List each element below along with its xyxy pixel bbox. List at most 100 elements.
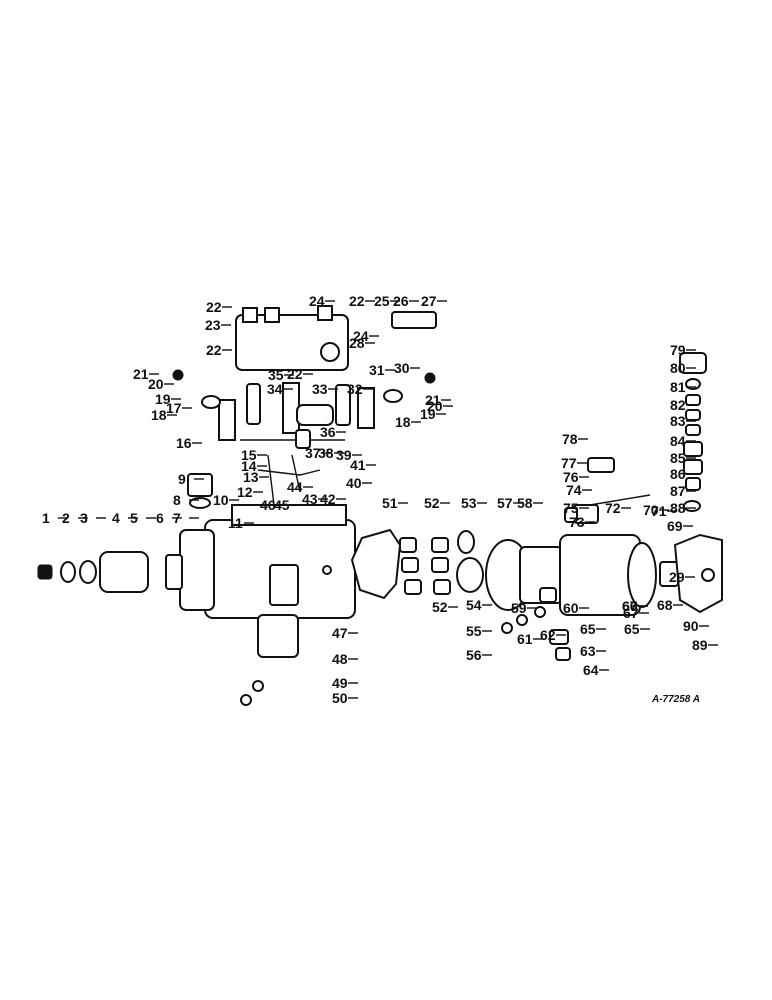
callout-label-47: 47: [332, 625, 348, 641]
drive-shaft-spline: [165, 554, 183, 590]
callout-label-26: 26: [393, 293, 409, 309]
callout-label-53: 53: [461, 495, 477, 511]
head-port-1: [242, 307, 258, 323]
callout-label-3: 3: [80, 510, 88, 526]
metering-spring: [296, 404, 334, 426]
callout-label-22: 22: [349, 293, 365, 309]
cover-washer: [252, 680, 264, 692]
callout-label-14: 14: [241, 458, 257, 474]
callout-label-51: 51: [382, 495, 398, 511]
callout-label-73: 73: [569, 514, 585, 530]
thrust-washer: [457, 530, 475, 554]
callout-label-1: 1: [42, 510, 50, 526]
washer-18-right: [383, 389, 403, 403]
drive-washer: [60, 561, 76, 583]
callout-label-48: 48: [332, 651, 348, 667]
callout-label-37: 37: [305, 445, 321, 461]
callout-label-20: 20: [148, 376, 164, 392]
cover-screw: [240, 694, 252, 706]
callout-label-83: 83: [670, 413, 686, 429]
callout-label-55: 55: [466, 623, 482, 639]
inlet-fitting: [587, 457, 615, 473]
callout-label-9: 9: [178, 471, 186, 487]
callout-label-7: 7: [173, 510, 181, 526]
head-port-2: [264, 307, 280, 323]
valve-spring: [685, 409, 701, 421]
vane: [549, 629, 569, 645]
exploded-view-drawing: [37, 305, 723, 706]
callout-label-27: 27: [421, 293, 437, 309]
nut-21-left: [172, 369, 184, 381]
callout-label-10: 10: [213, 492, 229, 508]
callout-label-22: 22: [206, 342, 222, 358]
callout-label-56: 56: [466, 647, 482, 663]
drawing-reference: A-77258 A: [651, 694, 700, 705]
washer-18-left: [201, 395, 221, 409]
valve-washer: [683, 500, 701, 512]
callout-label-18: 18: [395, 414, 411, 430]
inspection-cover-opening: [269, 564, 299, 606]
end-housing: [673, 533, 723, 614]
callout-label-16: 16: [176, 435, 192, 451]
callout-label-31: 31: [369, 362, 385, 378]
valve-body: [683, 441, 703, 457]
callout-label-59: 59: [511, 600, 527, 616]
valve-guide: [685, 424, 701, 436]
callout-label-21: 21: [425, 392, 441, 408]
callout-label-25: 25: [374, 293, 390, 309]
callout-label-61: 61: [517, 631, 533, 647]
weight-4: [431, 557, 449, 573]
callout-label-23: 23: [205, 317, 221, 333]
callout-label-39: 39: [336, 447, 352, 463]
callout-label-6: 6: [156, 510, 164, 526]
fitting-61: [516, 614, 528, 626]
inlet-tube: [589, 494, 651, 506]
callout-label-24: 24: [353, 328, 369, 344]
vane-spring: [555, 647, 571, 661]
weight-2: [431, 537, 449, 553]
callout-label-44: 44: [287, 479, 303, 495]
callout-label-89: 89: [692, 637, 708, 653]
thrust-sleeve: [456, 557, 484, 593]
callout-label-76: 76: [563, 469, 579, 485]
callout-label-82: 82: [670, 397, 686, 413]
callout-label-57: 57: [497, 495, 513, 511]
callout-label-64: 64: [583, 662, 599, 678]
metering-valve: [335, 384, 351, 426]
callout-label-84: 84: [670, 433, 686, 449]
callout-label-8: 8: [173, 492, 181, 508]
plunger: [282, 382, 300, 434]
callout-label-43: 43: [302, 491, 318, 507]
callout-label-80: 80: [670, 360, 686, 376]
callout-label-52: 52: [424, 495, 440, 511]
callout-label-62: 62: [540, 627, 556, 643]
housing-bolt: [701, 568, 715, 582]
weight-3: [401, 557, 419, 573]
drive-spring: [79, 560, 97, 584]
callout-label-75: 75: [563, 500, 579, 516]
callout-label-33: 33: [312, 381, 328, 397]
plate: [357, 387, 375, 429]
callout-label-79: 79: [670, 342, 686, 358]
callout-label-38: 38: [318, 445, 334, 461]
callout-label-71: 71: [651, 503, 667, 519]
callout-label-22: 22: [206, 299, 222, 315]
callout-label-72: 72: [605, 500, 621, 516]
weight-6: [433, 579, 451, 595]
callout-label-4: 4: [112, 510, 120, 526]
callout-label-54: 54: [466, 597, 482, 613]
callout-label-68: 68: [657, 597, 673, 613]
callout-label-49: 49: [332, 675, 348, 691]
callout-label-40: 40: [346, 475, 362, 491]
fitting: [187, 473, 213, 497]
callout-label-34: 34: [267, 381, 283, 397]
callout-label-87: 87: [670, 483, 686, 499]
callout-label-78: 78: [562, 431, 578, 447]
callout-label-24: 24: [309, 293, 325, 309]
callout-label-32: 32: [347, 381, 363, 397]
callout-label-50: 50: [332, 690, 348, 706]
callout-label-77: 77: [561, 455, 577, 471]
drive-hub: [99, 551, 149, 593]
weight-5: [404, 579, 422, 595]
